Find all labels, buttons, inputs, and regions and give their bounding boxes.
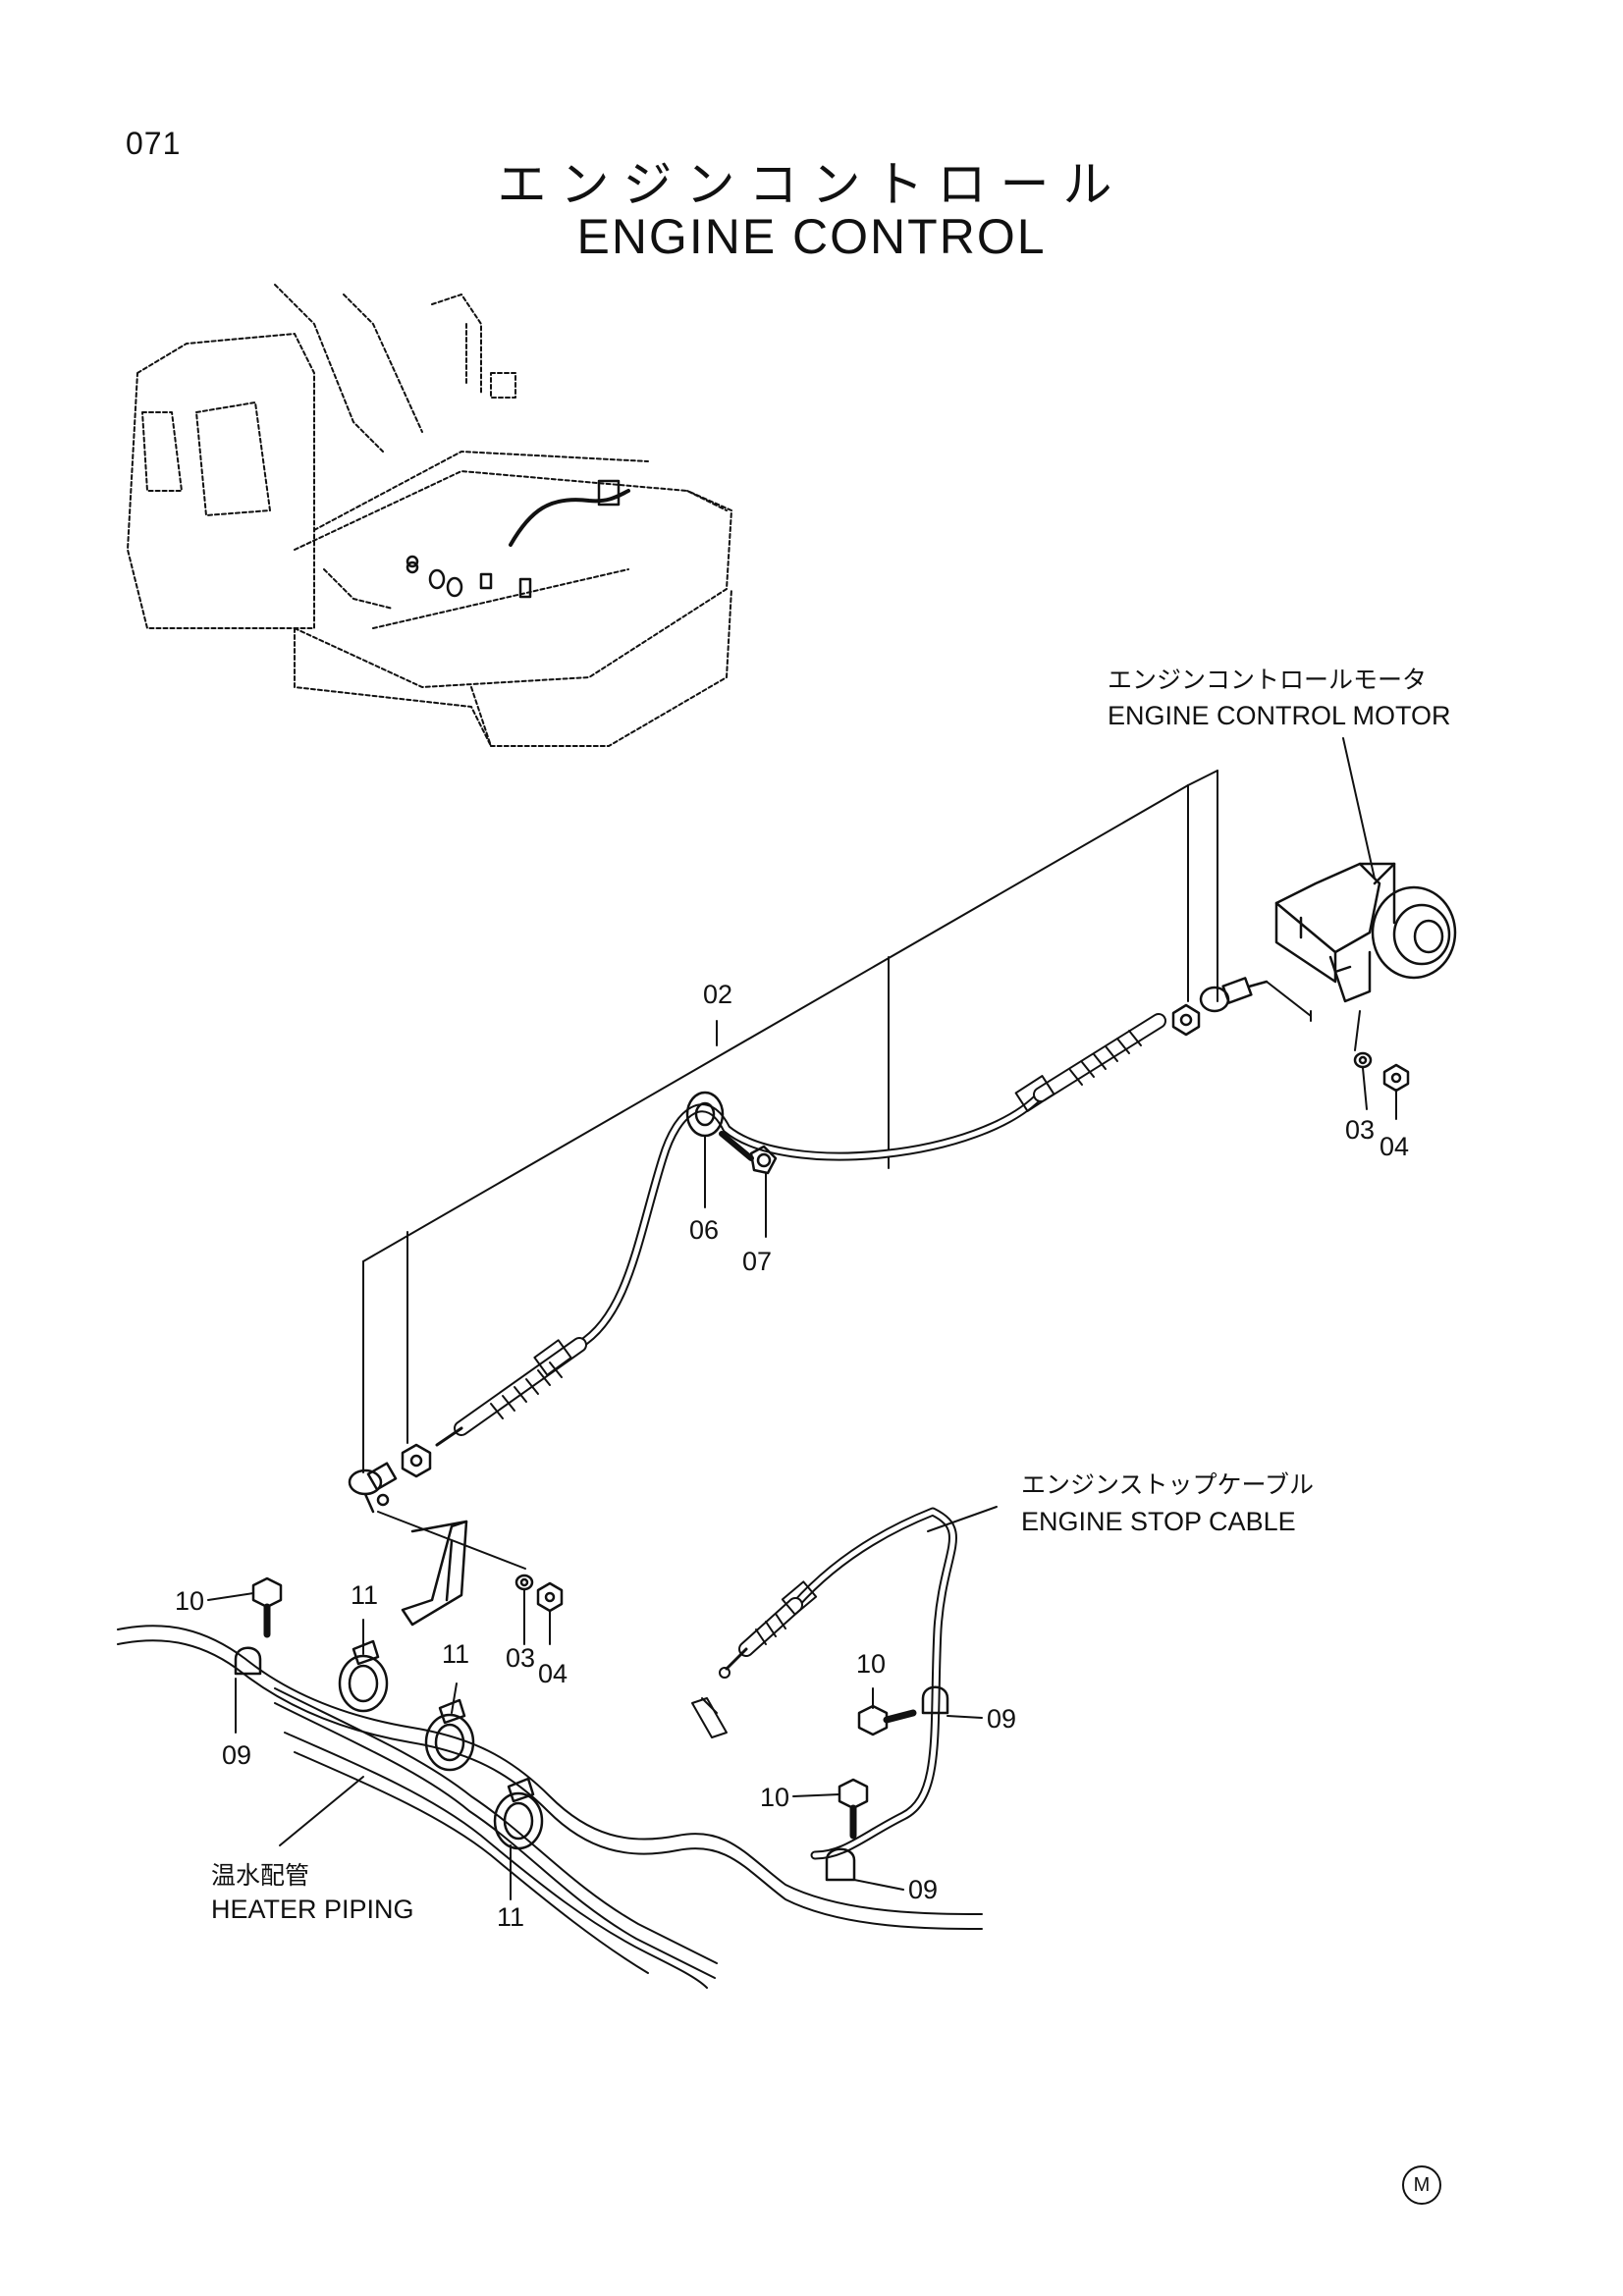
engine-control-motor-label-en: ENGINE CONTROL MOTOR — [1108, 701, 1451, 730]
lower-ball-joint — [348, 1462, 398, 1514]
overview-cable — [509, 489, 630, 547]
lower-bracket — [401, 1520, 468, 1627]
flange-bolts — [251, 1576, 917, 1840]
overview-parts — [406, 479, 621, 599]
callout-09-right-upper: 09 — [987, 1704, 1017, 1734]
throttle-cable — [435, 1013, 1166, 1447]
callout-10-right-upper: 10 — [856, 1649, 887, 1679]
cable-clips — [234, 1646, 949, 1882]
lower-nut — [401, 1443, 432, 1478]
heater-piping-leader — [279, 1776, 364, 1846]
heater-piping-label-en: HEATER PIPING — [211, 1895, 414, 1924]
callout-02: 02 — [703, 980, 733, 1009]
heater-piping — [117, 1625, 983, 1989]
engine-stop-cable-label-ja: エンジンストップケーブル — [1021, 1470, 1315, 1499]
callout-leaders — [207, 1020, 1397, 1900]
upper-nut — [1171, 1003, 1201, 1037]
callout-11-left: 11 — [351, 1580, 379, 1610]
callout-07: 07 — [742, 1247, 773, 1276]
clip-bolt — [719, 1131, 778, 1175]
page-number: 071 — [126, 126, 182, 161]
callout-06: 06 — [689, 1215, 720, 1245]
callout-10-left: 10 — [175, 1586, 205, 1616]
engine-control-motor-label-ja: エンジンコントロールモータ — [1108, 666, 1428, 694]
motor-washer — [1353, 1051, 1373, 1069]
lower-nut-2 — [536, 1581, 564, 1613]
lower-washer — [514, 1574, 534, 1591]
callout-11-lower: 11 — [497, 1902, 525, 1932]
excavator-overview — [127, 284, 732, 747]
heater-piping-label-ja: 温水配管 — [211, 1861, 310, 1890]
motor-nut — [1382, 1063, 1410, 1093]
engine-stop-cable-label-en: ENGINE STOP CABLE — [1021, 1507, 1296, 1536]
callout-03-motor: 03 — [1345, 1115, 1376, 1145]
title-english: ENGINE CONTROL — [576, 209, 1047, 264]
corner-mark: M — [1402, 2165, 1441, 2205]
callout-04-motor: 04 — [1380, 1132, 1410, 1161]
upper-ball-joint — [1199, 977, 1269, 1013]
motor-leader-line — [1342, 737, 1376, 880]
callout-04-lower: 04 — [538, 1659, 568, 1688]
engine-control-motor — [1274, 862, 1457, 1003]
callout-11-middle: 11 — [442, 1639, 470, 1669]
callout-09-left: 09 — [222, 1740, 252, 1770]
stop-cable-leader — [927, 1506, 998, 1532]
assembly-frame — [362, 770, 1218, 1473]
callout-03-lower: 03 — [506, 1643, 536, 1673]
callout-09-right-lower: 09 — [908, 1875, 939, 1904]
title-japanese: エンジンコントロール — [497, 156, 1126, 213]
engine-stop-cable — [691, 1507, 957, 1860]
callout-10-right-lower: 10 — [760, 1783, 790, 1812]
